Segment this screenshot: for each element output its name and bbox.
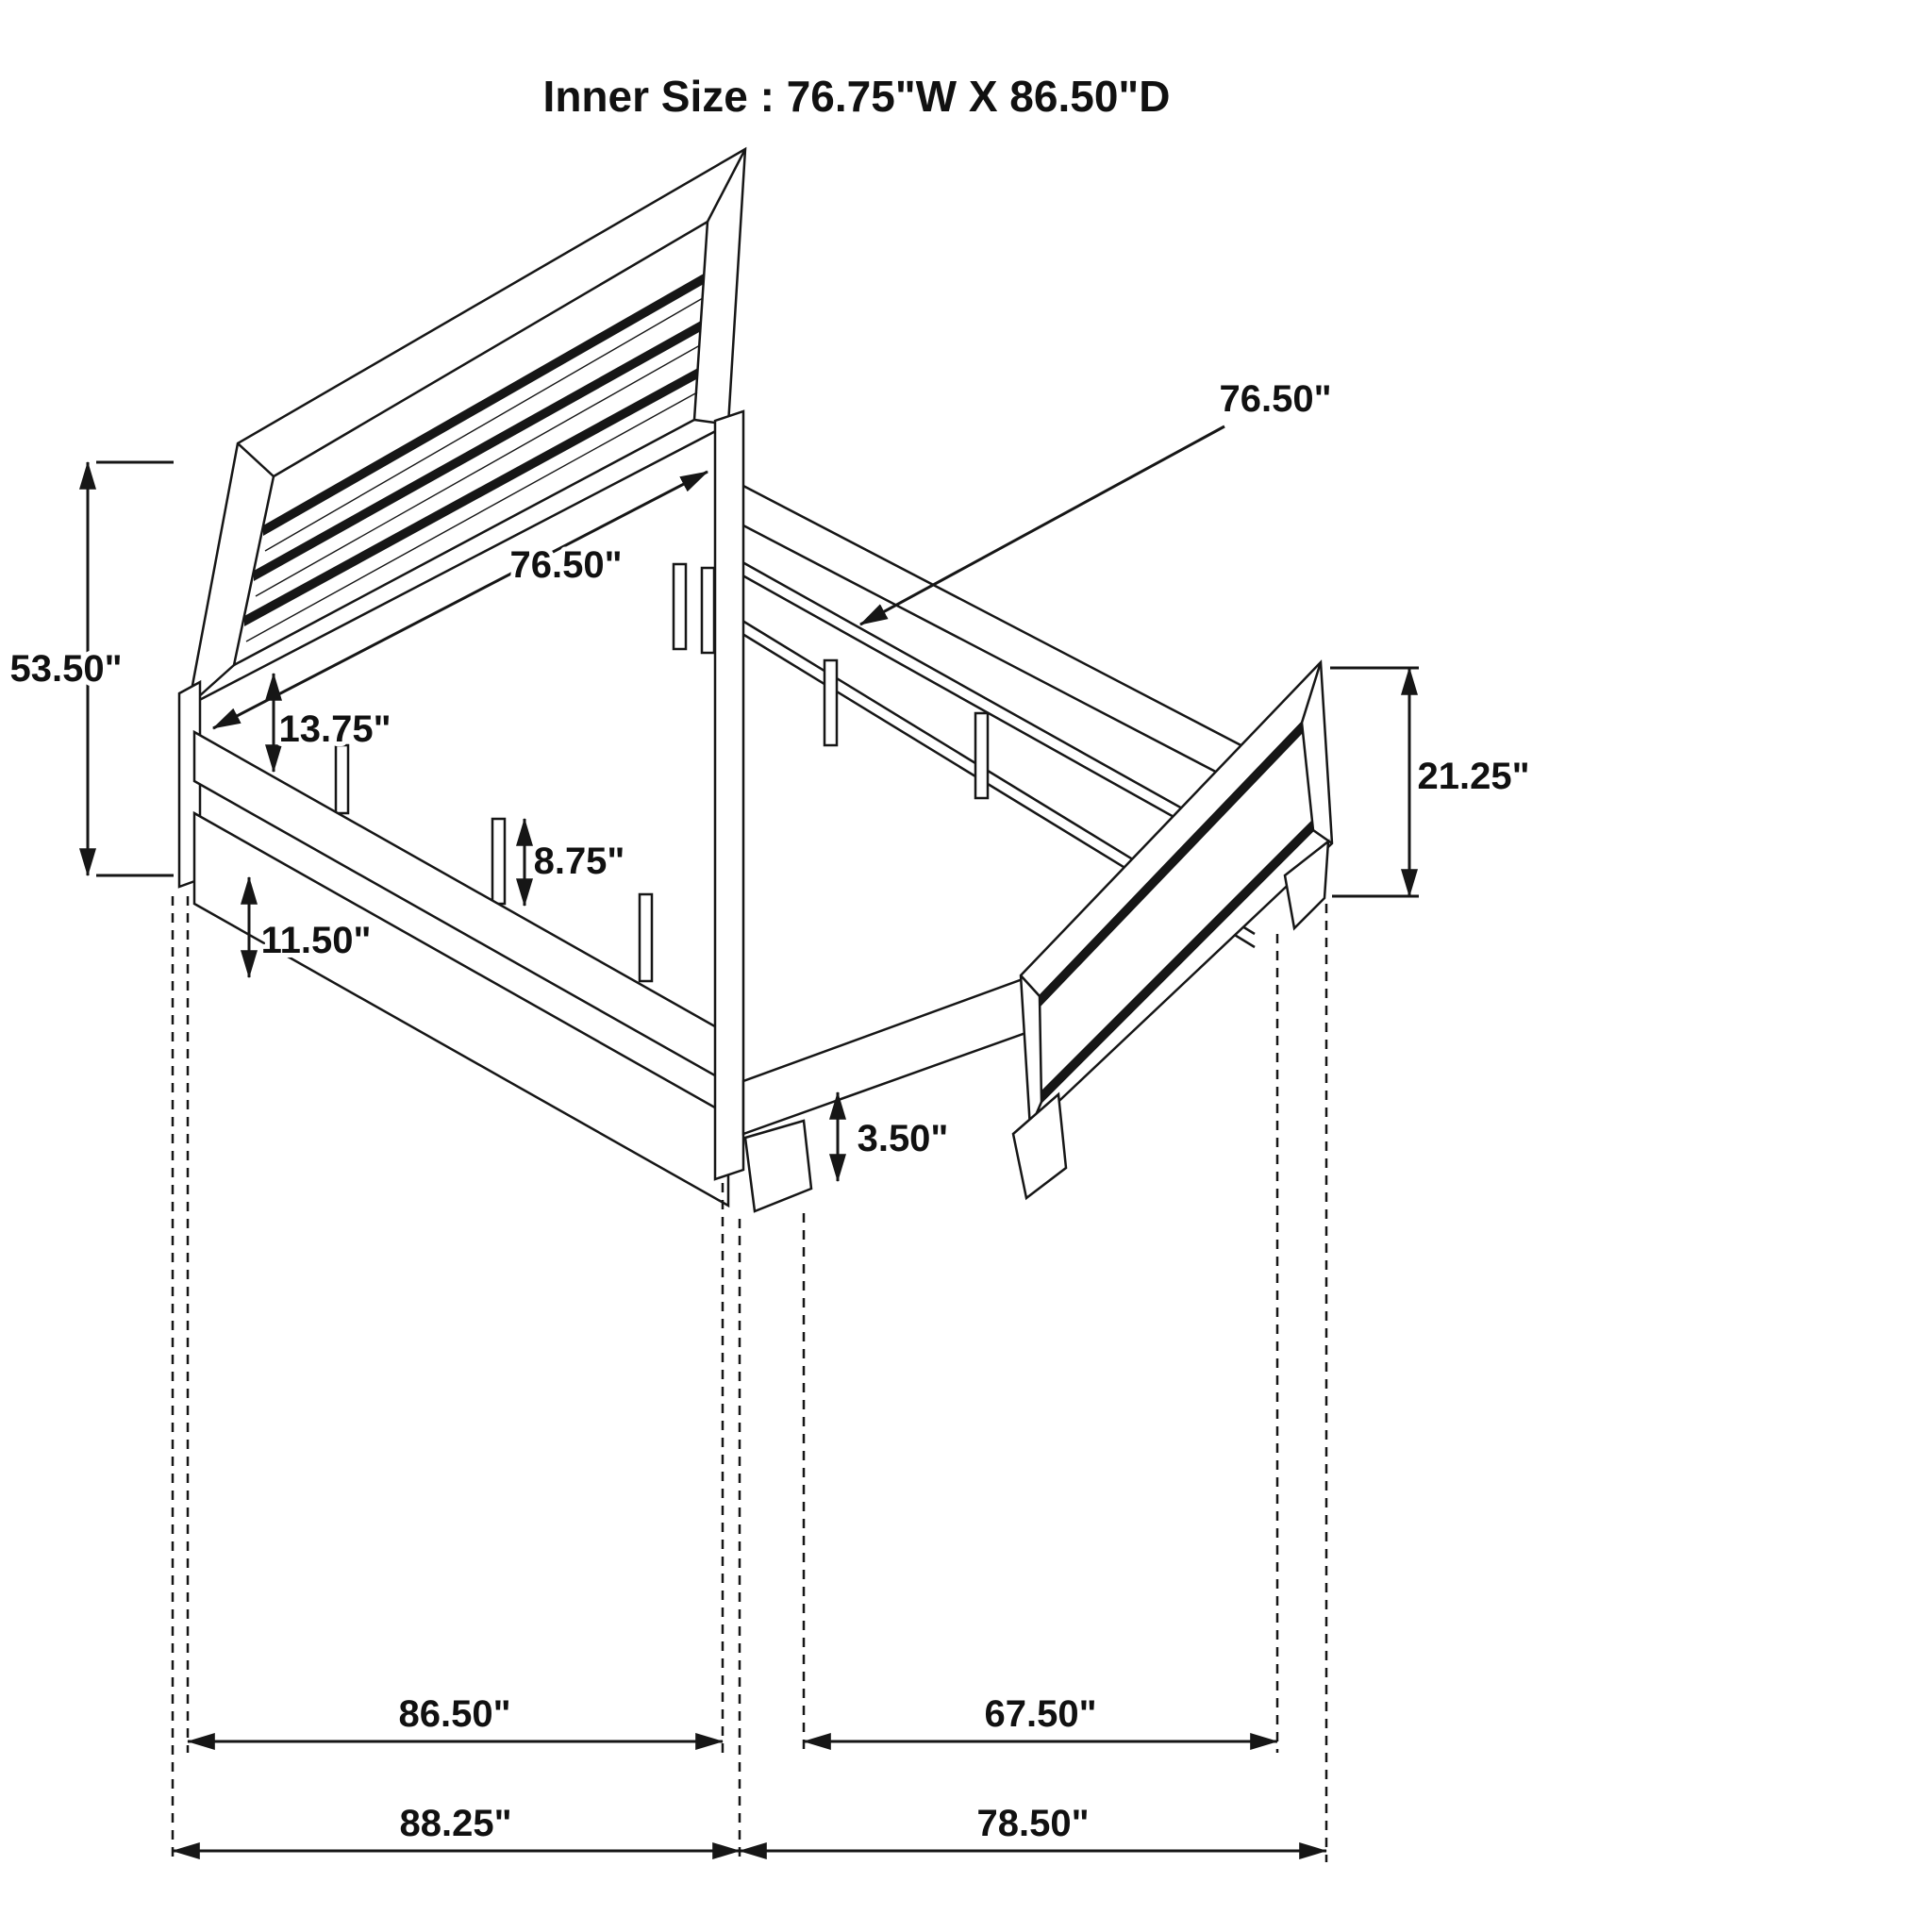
dim-headboard-height: 53.50" [5, 460, 174, 877]
dim-footboard-height: 21.25" [1330, 666, 1535, 898]
dim-label-footboard-height: 21.25" [1417, 756, 1529, 797]
support-leg [974, 711, 990, 800]
bed-frame-drawing [177, 146, 1334, 1213]
dim-label-headboard-height: 53.50" [9, 648, 122, 690]
footboard-bottom-band [1041, 819, 1313, 1102]
footboard-foot-near [1011, 1091, 1068, 1201]
footboard-top-band [1040, 723, 1302, 1008]
miter-line [1300, 661, 1323, 724]
side-rail-lower [192, 810, 730, 1208]
miter-line [706, 148, 747, 223]
dim-label-inner-depth: 86.50" [398, 1693, 510, 1735]
dim-overall-depth: 88.25" [171, 1798, 741, 1859]
support-leg [700, 566, 716, 655]
dim-label-slat-width-leader: 76.50" [1219, 378, 1331, 420]
miter-line [1020, 974, 1041, 997]
near-side-rail [741, 977, 1030, 1136]
support-leg [334, 743, 350, 815]
dim-label-overall-depth: 88.25" [399, 1803, 511, 1844]
support-leg [491, 817, 507, 906]
dim-label-footboard-span: 67.50" [984, 1693, 1096, 1735]
extension-lines [171, 896, 1328, 1862]
center-foot [743, 1119, 813, 1213]
dim-label-panel-to-rail: 13.75" [278, 708, 391, 750]
footboard [1011, 659, 1334, 1201]
support-leg [823, 658, 839, 747]
dim-label-center-support-height: 8.75" [534, 841, 625, 882]
support-leg [638, 892, 654, 983]
footboard-foot-far [1283, 839, 1330, 931]
dim-inner-depth: 86.50" [186, 1689, 724, 1750]
support-legs [334, 562, 990, 983]
support-leg [672, 562, 688, 651]
dim-label-foot-height: 3.50" [858, 1118, 949, 1159]
dim-panel-to-rail: 13.75" [265, 672, 396, 774]
miter-line [237, 442, 275, 477]
dim-foot-height: 3.50" [829, 1091, 953, 1183]
dim-label-overall-width: 78.50" [976, 1803, 1089, 1844]
dim-label-slat-width-diagonal: 76.50" [509, 544, 622, 586]
dim-slat-width-leader: 76.50" [858, 374, 1337, 626]
page-title: Inner Size : 76.75"W X 86.50"D [543, 72, 1171, 121]
dim-slat-width-diagonal: 76.50" [211, 470, 709, 730]
dim-center-support-height: 8.75" [516, 817, 629, 908]
dim-footboard-span: 67.50" [802, 1689, 1279, 1750]
dim-side-rail-height: 11.50" [241, 875, 375, 979]
headboard-right-leg [713, 409, 745, 1181]
dim-overall-width: 78.50" [738, 1798, 1328, 1859]
dim-label-side-rail-height: 11.50" [261, 920, 372, 961]
